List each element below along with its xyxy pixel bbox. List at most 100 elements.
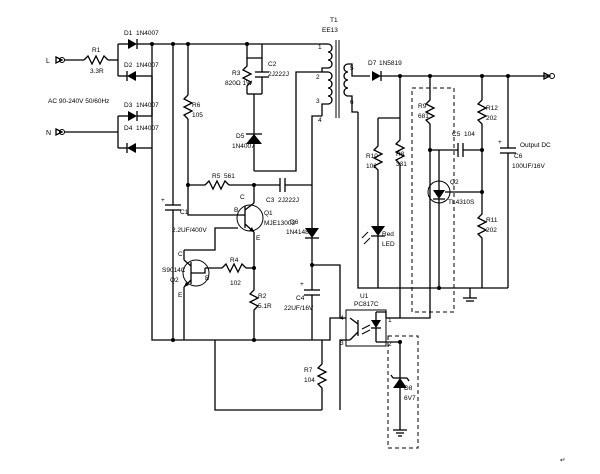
capacitor-c3: C3 2J222J xyxy=(266,178,299,204)
svg-text:1N4007: 1N4007 xyxy=(136,30,159,37)
svg-text:1: 1 xyxy=(318,44,322,51)
svg-text:Q1: Q1 xyxy=(264,210,273,217)
output-terminal xyxy=(543,71,555,81)
svg-text:R2: R2 xyxy=(258,293,267,300)
resistor-r11: R11 202 xyxy=(476,192,498,288)
svg-text:↵: ↵ xyxy=(560,457,565,464)
svg-text:D6: D6 xyxy=(290,219,299,226)
transistor-q1: C B E Q1 MJE13003 xyxy=(234,185,295,275)
resistor-r1: R1 3.3R xyxy=(83,47,109,75)
svg-text:561: 561 xyxy=(224,173,235,180)
svg-text:C1: C1 xyxy=(180,209,189,216)
svg-text:E: E xyxy=(178,292,183,299)
svg-text:C: C xyxy=(240,194,245,201)
ac-input-label: AC 90-240V 50/60Hz xyxy=(48,98,109,105)
svg-text:C6: C6 xyxy=(514,153,523,160)
shunt-regulator-tl431: Q2 TL4310S xyxy=(427,150,482,288)
resistor-r5: R5 561 xyxy=(204,173,235,191)
svg-text:R4: R4 xyxy=(230,257,239,264)
svg-text:331: 331 xyxy=(396,161,407,168)
svg-text:R10: R10 xyxy=(366,153,378,160)
transformer-t1: T1 EE13 1 2 3 4 5 6 xyxy=(316,17,370,124)
svg-text:3.3R: 3.3R xyxy=(90,68,104,75)
svg-text:22UF/16V: 22UF/16V xyxy=(284,305,314,312)
svg-text:S9014C: S9014C xyxy=(162,267,186,274)
svg-text:D1: D1 xyxy=(124,30,133,37)
svg-text:681: 681 xyxy=(418,113,429,120)
diode-d7: D7 1N5819 xyxy=(368,60,402,81)
terminal-n-label: N xyxy=(46,130,51,137)
svg-text:102: 102 xyxy=(230,280,241,287)
output-dc-label: Output DC xyxy=(520,142,551,149)
svg-text:R6: R6 xyxy=(192,102,201,109)
svg-text:D5: D5 xyxy=(236,133,245,140)
capacitor-c4: + C4 22UF/16V xyxy=(284,265,320,340)
svg-text:R11: R11 xyxy=(486,217,498,224)
svg-text:C3: C3 xyxy=(266,197,275,204)
svg-text:R1: R1 xyxy=(92,47,101,54)
svg-text:104: 104 xyxy=(304,377,315,384)
svg-text:4: 4 xyxy=(340,315,344,322)
svg-text:2J222J: 2J222J xyxy=(268,71,289,78)
svg-text:R5: R5 xyxy=(212,173,221,180)
resistor-r10: R10 102 xyxy=(366,118,384,215)
resistor-r8: R8 331 xyxy=(394,76,407,318)
svg-text:D7: D7 xyxy=(368,60,377,67)
svg-text:1N5819: 1N5819 xyxy=(379,60,402,67)
svg-text:1N4148: 1N4148 xyxy=(286,229,309,236)
svg-text:U1: U1 xyxy=(360,293,369,300)
resistor-r12: R12 202 xyxy=(476,76,498,192)
svg-text:1N4007: 1N4007 xyxy=(136,62,159,69)
svg-text:B: B xyxy=(205,275,209,282)
svg-text:820Ω 1W: 820Ω 1W xyxy=(225,80,253,87)
svg-text:202: 202 xyxy=(486,227,497,234)
svg-text:D3: D3 xyxy=(124,102,133,109)
svg-text:D2: D2 xyxy=(124,62,133,69)
svg-text:D4: D4 xyxy=(124,125,133,132)
resistor-r4: R4 102 xyxy=(221,257,247,287)
svg-text:+: + xyxy=(498,139,502,146)
terminal-l: L xyxy=(46,55,65,65)
svg-text:TL4310S: TL4310S xyxy=(448,199,475,206)
svg-text:Q2: Q2 xyxy=(170,277,179,284)
svg-text:1N4007: 1N4007 xyxy=(232,143,255,150)
svg-text:5: 5 xyxy=(350,65,354,72)
svg-text:100UF/16V: 100UF/16V xyxy=(512,163,546,170)
resistor-r6: R6 105 xyxy=(182,44,238,216)
capacitor-c2: C2 2J222J xyxy=(255,58,289,94)
diode-d3: D3 1N4007 xyxy=(118,102,159,121)
svg-text:1N4007: 1N4007 xyxy=(136,125,159,132)
svg-text:PC817C: PC817C xyxy=(354,301,379,308)
svg-text:202: 202 xyxy=(486,115,497,122)
terminal-n: N xyxy=(46,127,65,137)
capacitor-c5: C5 104 xyxy=(452,131,475,157)
svg-text:R3: R3 xyxy=(232,70,241,77)
diode-d1: D1 1N4007 xyxy=(118,30,159,49)
svg-text:EE13: EE13 xyxy=(322,27,338,34)
terminal-l-label: L xyxy=(46,58,50,65)
svg-text:4: 4 xyxy=(318,117,322,124)
svg-text:6: 6 xyxy=(350,99,354,106)
ground-symbol-secondary xyxy=(463,288,477,302)
resistor-r3: R3 820Ω 1W xyxy=(225,58,253,94)
svg-text:R9: R9 xyxy=(418,103,427,110)
ground-symbol-zener xyxy=(393,429,407,437)
optocoupler-u1: U1 PC817C 4 3 1 2 xyxy=(340,293,392,348)
svg-text:T1: T1 xyxy=(330,17,338,24)
svg-text:C4: C4 xyxy=(296,295,305,302)
svg-text:3: 3 xyxy=(340,340,344,347)
svg-text:2: 2 xyxy=(316,74,320,81)
led-red: Red LED xyxy=(361,226,395,288)
svg-text:105: 105 xyxy=(192,112,203,119)
svg-text:E: E xyxy=(256,235,261,242)
diode-d2: D2 1N4007 xyxy=(118,62,159,81)
svg-text:C: C xyxy=(178,251,183,258)
svg-text:+: + xyxy=(300,281,304,288)
svg-text:+: + xyxy=(161,197,165,204)
svg-text:C5: C5 xyxy=(452,131,461,138)
svg-text:D8: D8 xyxy=(404,385,413,392)
svg-text:5.1R: 5.1R xyxy=(258,303,272,310)
svg-text:2.2UF/400V: 2.2UF/400V xyxy=(172,227,207,234)
